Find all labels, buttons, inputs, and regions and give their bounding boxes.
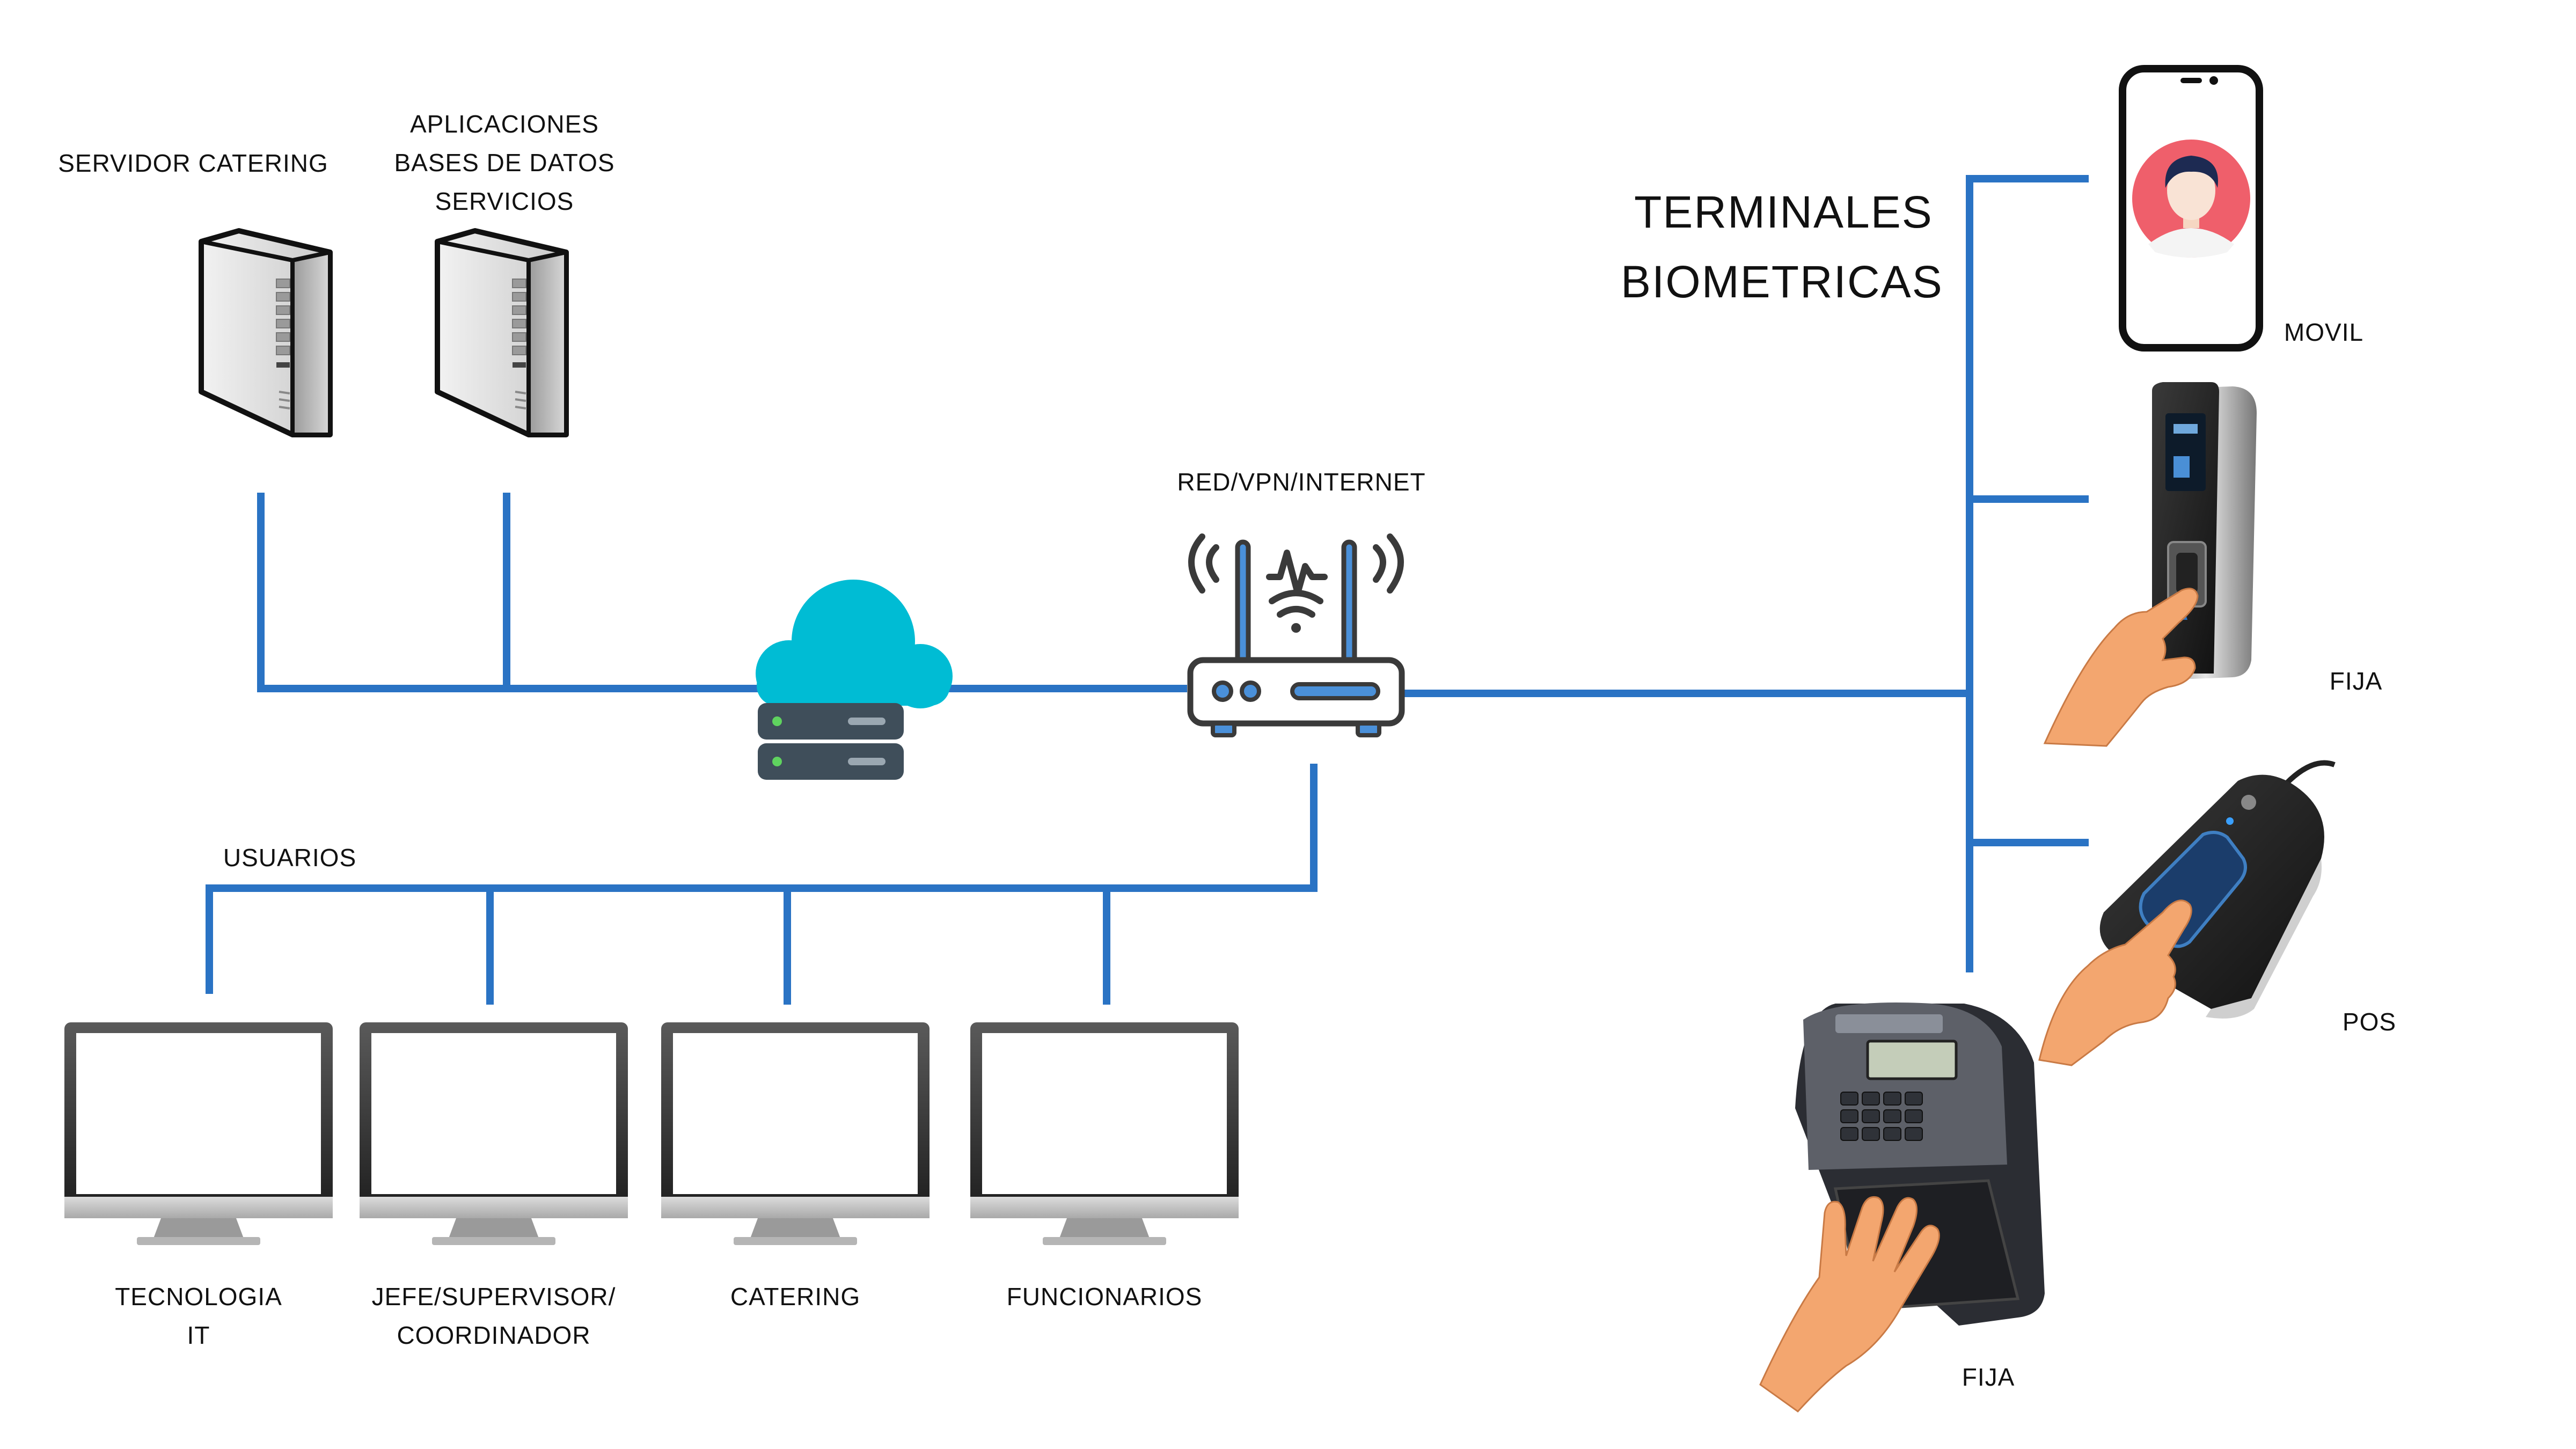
monitor-icon bbox=[970, 1022, 1239, 1245]
monitor-icon bbox=[64, 1022, 333, 1245]
hand-reader-terminal-icon bbox=[1759, 1002, 2045, 1413]
label-line: FUNCIONARIOS bbox=[1006, 1283, 1203, 1311]
label-terminal-catering: CATERING bbox=[688, 1277, 903, 1316]
monitor-icon bbox=[360, 1022, 628, 1245]
label-line: APLICACIONES bbox=[410, 110, 599, 138]
server-icon bbox=[435, 228, 569, 437]
connection-lines bbox=[206, 175, 2089, 1005]
label-aplicaciones: APLICACIONES BASES DE DATOS SERVICIOS bbox=[343, 105, 665, 221]
label-line: COORDINADOR bbox=[397, 1321, 591, 1349]
label-servidor-catering: SERVIDOR CATERING bbox=[58, 149, 328, 177]
fingerprint-terminal-icon bbox=[2043, 382, 2257, 747]
line-router-users bbox=[206, 764, 1318, 994]
mobile-phone-icon bbox=[2119, 65, 2263, 352]
label-device-pos: POS bbox=[2342, 1008, 2397, 1036]
label-line: SERVICIOS bbox=[435, 187, 574, 215]
label-usuarios: USUARIOS bbox=[223, 844, 357, 872]
label-device-fija-hand: FIJA bbox=[1962, 1363, 2015, 1391]
cloud-server-icon bbox=[756, 580, 953, 780]
label-line: BASES DE DATOS bbox=[394, 149, 615, 177]
biometric-title: TERMINALES BIOMETRICAS bbox=[1621, 177, 1964, 317]
label-line: CATERING bbox=[730, 1283, 861, 1311]
label-line: IT bbox=[187, 1321, 210, 1349]
label-device-movil: MOVIL bbox=[2284, 318, 2364, 346]
label-line: TECNOLOGIA bbox=[115, 1283, 282, 1311]
server-icon bbox=[199, 228, 333, 437]
label-terminal-funcionarios: FUNCIONARIOS bbox=[970, 1277, 1239, 1316]
biometric-title-line: TERMINALES bbox=[1634, 187, 1933, 237]
label-terminal-tecnologia: TECNOLOGIA IT bbox=[91, 1277, 306, 1355]
line-server-catering bbox=[257, 493, 777, 692]
monitor-icon bbox=[661, 1022, 930, 1245]
label-terminal-jefe: JEFE/SUPERVISOR/ COORDINADOR bbox=[343, 1277, 644, 1355]
label-line: JEFE/SUPERVISOR/ bbox=[371, 1283, 616, 1311]
biometric-title-line: BIOMETRICAS bbox=[1621, 257, 1943, 307]
label-device-fija: FIJA bbox=[2329, 667, 2383, 695]
router-icon bbox=[1187, 533, 1405, 737]
pos-fingerprint-reader-icon bbox=[2038, 760, 2336, 1066]
label-router: RED/VPN/INTERNET bbox=[1177, 468, 1426, 496]
